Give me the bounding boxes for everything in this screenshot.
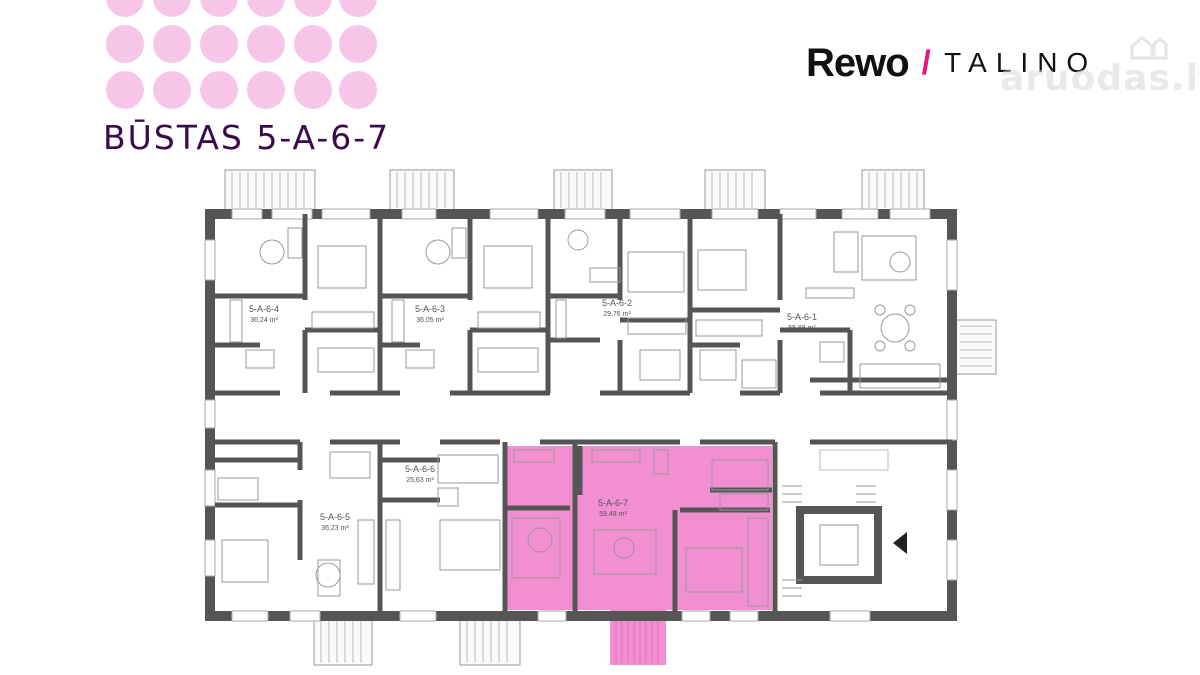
unit-label-5-A-6-4-id: 5-A-6-4 bbox=[249, 304, 279, 314]
unit-label-5-A-6-2-id: 5-A-6-2 bbox=[602, 298, 632, 308]
highlighted-unit-area bbox=[505, 446, 772, 665]
brand-logo: Rewo \ TALINO bbox=[806, 38, 1097, 88]
decorative-dot bbox=[294, 0, 332, 17]
balconies-top bbox=[224, 169, 925, 211]
brand-sub: TALINO bbox=[944, 47, 1098, 78]
unit-label-5-A-6-6-area: 25,63 m² bbox=[406, 477, 434, 484]
watermark-house-icon bbox=[1130, 36, 1168, 60]
unit-label-5-A-6-3-id: 5-A-6-3 bbox=[415, 304, 445, 314]
unit-label-5-A-6-1-area: 55,88 m² bbox=[788, 325, 816, 332]
decorative-dot bbox=[153, 25, 191, 63]
decorative-dot bbox=[106, 0, 144, 17]
decorative-dot bbox=[294, 71, 332, 109]
decorative-dot bbox=[339, 0, 377, 17]
balcony-side bbox=[955, 319, 997, 375]
brand-name: Rewo bbox=[806, 40, 910, 85]
unit-label-5-A-6-7-id: 5-A-6-7 bbox=[598, 498, 628, 508]
unit-label-5-A-6-3-area: 36,05 m² bbox=[416, 317, 444, 324]
decorative-dot bbox=[153, 0, 191, 17]
decorative-dot bbox=[106, 25, 144, 63]
decorative-dot bbox=[153, 71, 191, 109]
unit-label-5-A-6-5-id: 5-A-6-5 bbox=[320, 512, 350, 522]
decorative-dot bbox=[200, 25, 238, 63]
decorative-dot bbox=[247, 71, 285, 109]
window-openings bbox=[204, 208, 958, 622]
decorative-dot bbox=[339, 71, 377, 109]
balcony-stripes-top bbox=[231, 172, 918, 208]
interior-walls bbox=[210, 214, 952, 616]
unit-label-5-A-6-4-area: 36,24 m² bbox=[250, 317, 278, 324]
balcony-stripes-bottom bbox=[320, 617, 508, 663]
unit-label-5-A-6-5-area: 36,23 m² bbox=[321, 525, 349, 532]
decorative-dot bbox=[247, 0, 285, 17]
decorative-dot-pattern bbox=[106, 0, 377, 109]
decorative-dot bbox=[247, 25, 285, 63]
decorative-dot bbox=[339, 25, 377, 63]
unit-label-5-A-6-7-area: 59,48 m² bbox=[599, 511, 627, 518]
stairwell bbox=[782, 449, 907, 597]
watermark: aruodas.lt bbox=[1000, 58, 1200, 99]
decorative-dot bbox=[200, 0, 238, 17]
decorative-dot bbox=[200, 71, 238, 109]
decorative-dot bbox=[294, 25, 332, 63]
unit-label-5-A-6-2-area: 29,76 m² bbox=[603, 311, 631, 318]
balconies-bottom bbox=[313, 614, 521, 666]
unit-label-5-A-6-6-id: 5-A-6-6 bbox=[405, 464, 435, 474]
unit-labels: 5-A-6-4 36,24 m² 5-A-6-3 36,05 m² 5-A-6-… bbox=[249, 298, 817, 532]
decorative-dot bbox=[106, 71, 144, 109]
page-title: BŪSTAS 5-A-6-7 bbox=[103, 118, 391, 157]
unit-label-5-A-6-1-id: 5-A-6-1 bbox=[787, 312, 817, 322]
furniture bbox=[217, 227, 941, 607]
